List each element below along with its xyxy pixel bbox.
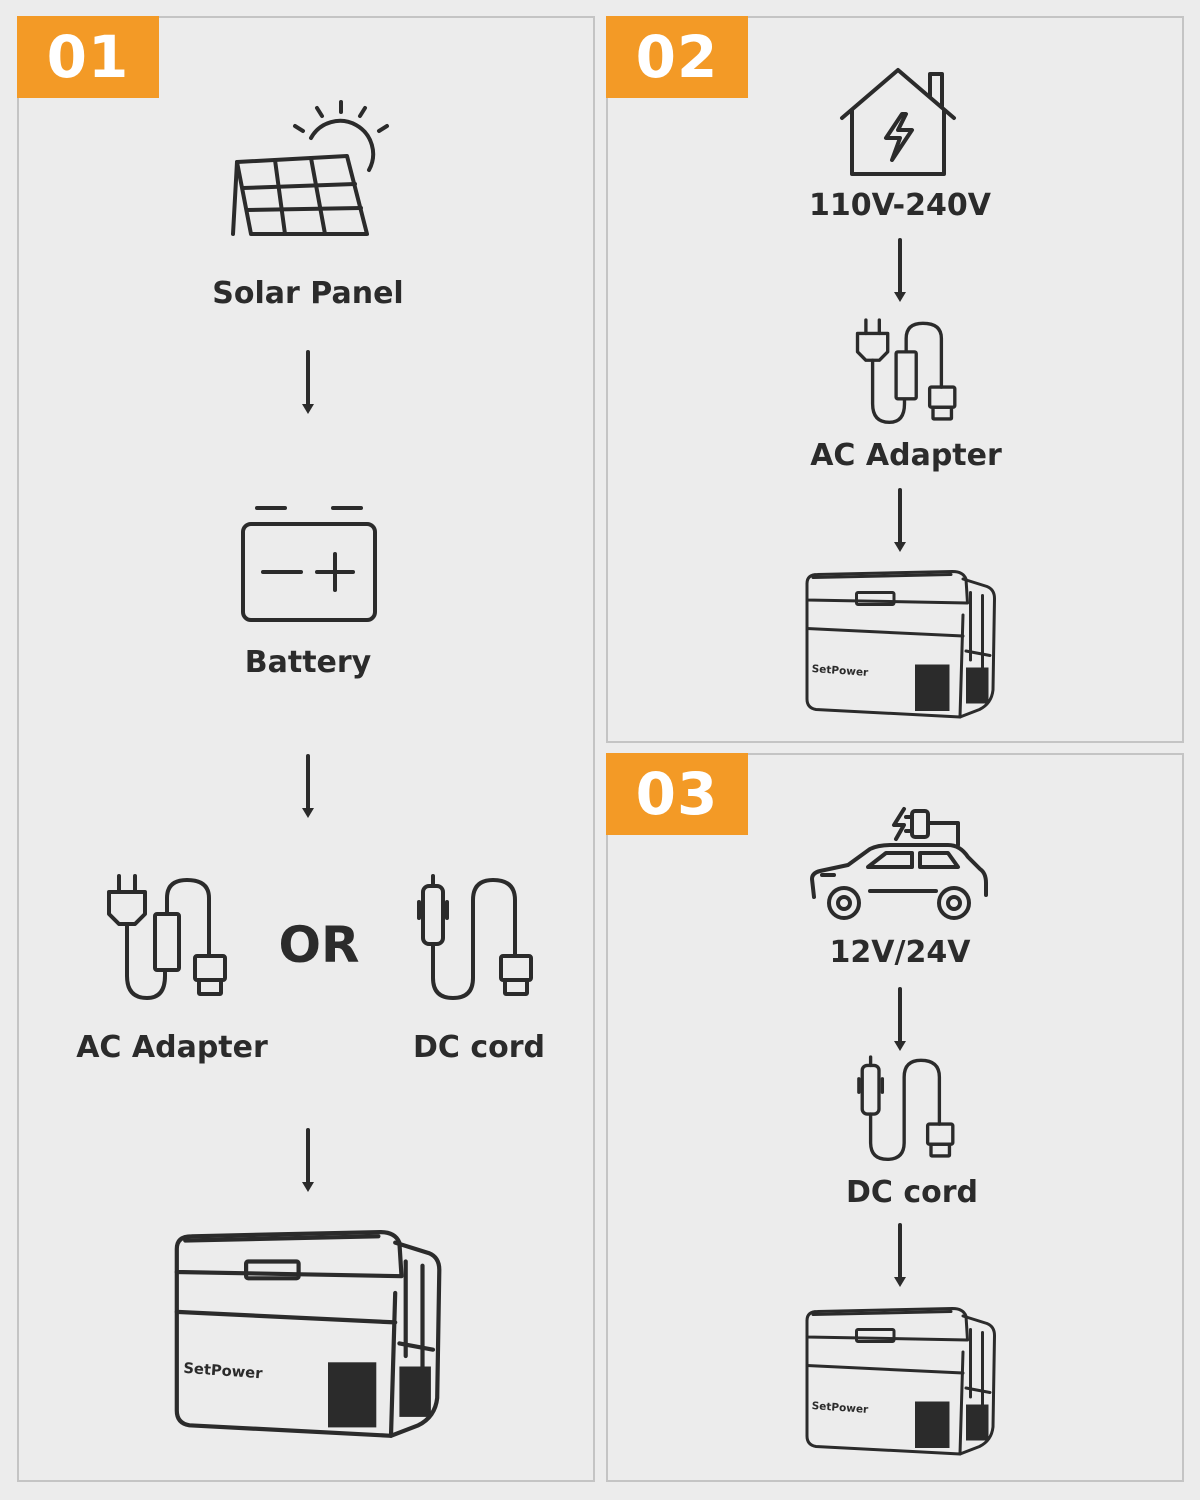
power-source-label: 110V-240V — [809, 188, 991, 223]
step-2-panel: 02 110V-240V AC Adapter SetPower — [606, 16, 1184, 743]
step-number-badge: 03 — [606, 753, 748, 835]
dc-cord-label: DC cord — [412, 1030, 546, 1065]
solar-panel-icon — [231, 100, 389, 236]
step-3-panel: 03 12V/24V DC cord SetPower — [606, 753, 1184, 1482]
ac-adapter-label: AC Adapter — [76, 1030, 268, 1065]
arrow-down-icon — [300, 754, 316, 820]
fridge-brand-text: SetPower — [811, 1400, 869, 1416]
arrow-down-icon — [892, 238, 908, 304]
fridge-brand-text: SetPower — [183, 1360, 264, 1383]
arrow-down-icon — [300, 1128, 316, 1194]
car-charging-icon — [810, 807, 988, 920]
ac-adapter-label: AC Adapter — [810, 438, 1002, 473]
arrow-down-icon — [892, 1223, 908, 1289]
fridge-brand-text: SetPower — [811, 663, 869, 679]
ac-adapter-icon — [855, 318, 957, 424]
dc-cord-label: DC cord — [845, 1175, 979, 1210]
ac-adapter-icon — [107, 874, 227, 1000]
solar-panel-label: Solar Panel — [212, 276, 404, 311]
arrow-down-icon — [300, 350, 316, 416]
dc-cord-icon — [857, 1055, 955, 1162]
step-number-badge: 02 — [606, 16, 748, 98]
portable-fridge-icon: SetPower — [805, 1307, 996, 1456]
step-1-panel: 01 Solar Panel Battery OR AC Adapter DC … — [17, 16, 595, 1482]
battery-label: Battery — [244, 645, 372, 680]
house-power-icon — [840, 68, 956, 176]
arrow-down-icon — [892, 488, 908, 554]
battery-icon — [241, 506, 377, 622]
power-source-label: 12V/24V — [829, 935, 971, 970]
dc-cord-icon — [417, 874, 533, 1000]
step-number-badge: 01 — [17, 16, 159, 98]
arrow-down-icon — [892, 987, 908, 1053]
portable-fridge-icon: SetPower — [169, 1230, 445, 1440]
or-separator: OR — [278, 916, 360, 974]
portable-fridge-icon: SetPower — [805, 570, 996, 719]
